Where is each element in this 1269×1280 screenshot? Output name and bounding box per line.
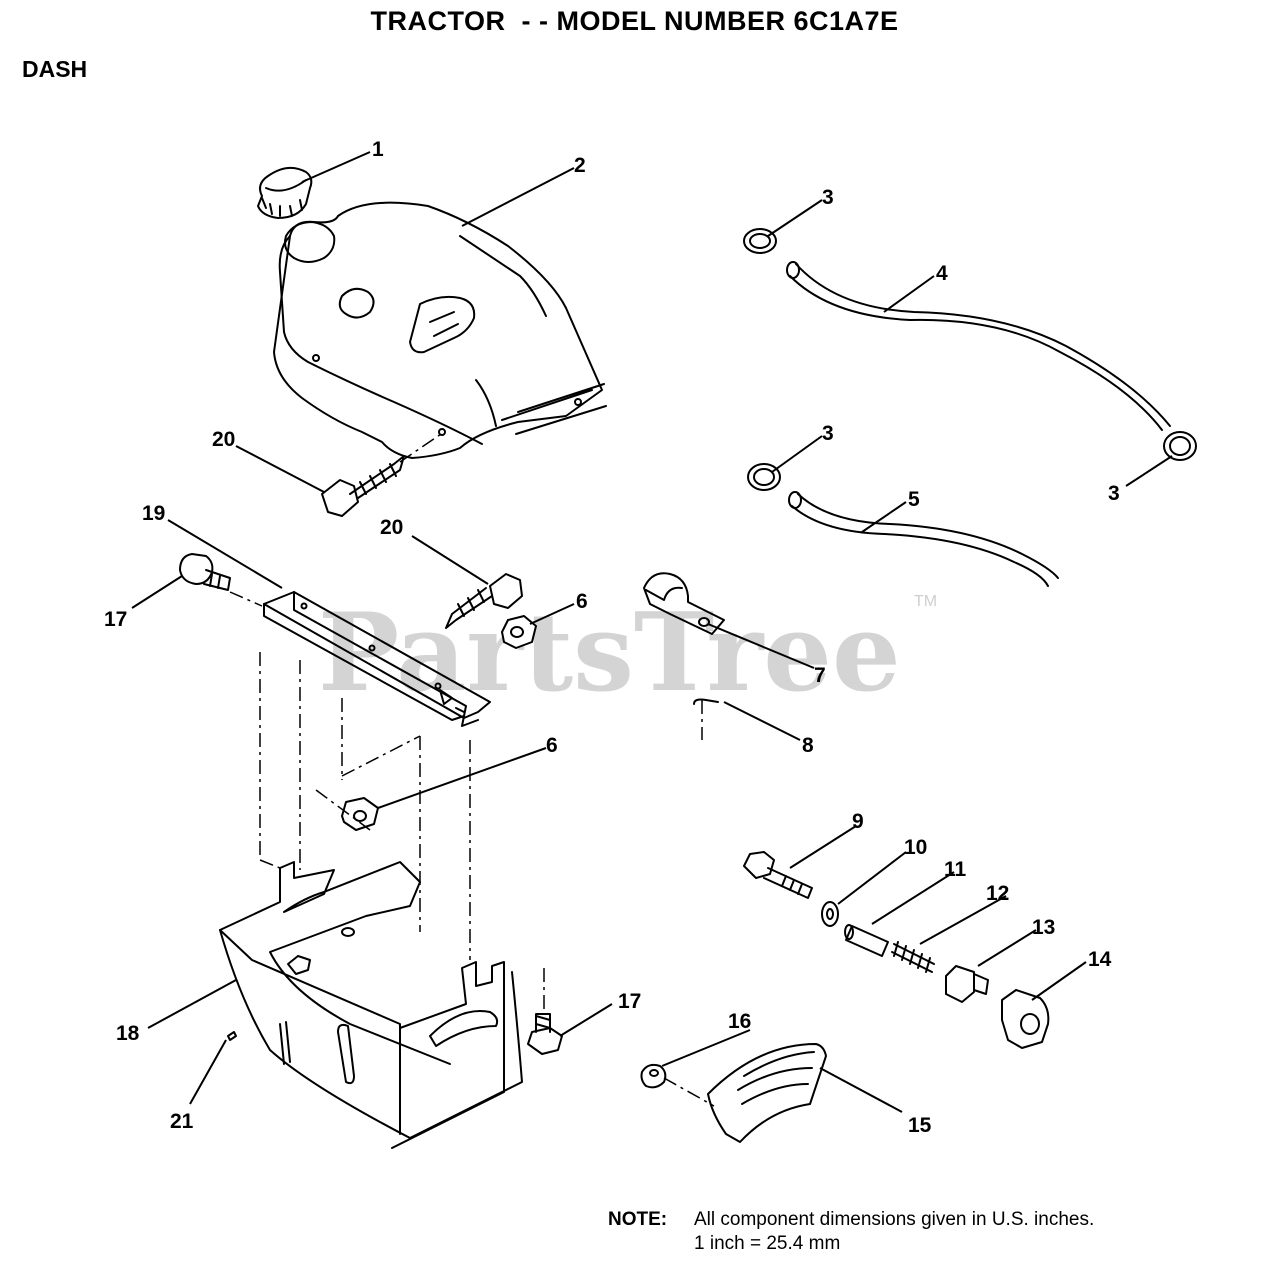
callout-3-right: 3 [1108, 482, 1120, 505]
note-line-2: 1 inch = 25.4 mm [694, 1233, 841, 1254]
callout-7: 7 [814, 664, 826, 687]
bolt-part-9 [743, 851, 813, 899]
bolt-part-left [179, 553, 231, 591]
callout-18: 18 [116, 1022, 140, 1045]
plate-part-15 [707, 1043, 827, 1143]
assembly-lines [229, 431, 715, 1107]
callout-6-upper: 6 [576, 590, 588, 613]
callout-12: 12 [986, 882, 1009, 905]
callout-14: 14 [1088, 948, 1112, 971]
dash-housing-part [273, 201, 607, 459]
callout-13: 13 [1032, 916, 1055, 939]
nut-part-lower [341, 797, 379, 831]
knob-part-14 [1001, 989, 1050, 1049]
callout-20-lower: 20 [380, 516, 403, 539]
fuel-cap-part [257, 166, 313, 219]
callout-9: 9 [852, 810, 864, 833]
callout-4: 4 [936, 262, 948, 285]
callout-3-mid: 3 [822, 422, 834, 445]
spacer-part-11 [844, 924, 889, 957]
watermark-trademark: TM [914, 593, 937, 610]
screw-part-21 [227, 1031, 237, 1041]
callout-20-upper: 20 [212, 428, 235, 451]
screw-part-upper [321, 455, 405, 517]
adapter-part-13 [945, 965, 989, 1003]
page-title: TRACTOR - - MODEL NUMBER 6C1A7E [370, 6, 899, 36]
callout-16: 16 [728, 1010, 751, 1033]
watermark-text: PartsTree [318, 590, 901, 716]
callout-1: 1 [372, 138, 384, 161]
bolt-part-right [527, 1013, 563, 1055]
callout-15: 15 [908, 1114, 932, 1137]
spring-part-12 [891, 941, 935, 973]
dimension-note: NOTE: All component dimensions given in U… [608, 1208, 1094, 1256]
spacer-part-16 [640, 1063, 667, 1089]
callout-10: 10 [904, 836, 927, 859]
callout-6-lower: 6 [546, 734, 558, 757]
washer-part-10 [821, 901, 839, 927]
callout-8: 8 [802, 734, 814, 757]
section-heading: DASH [22, 56, 88, 82]
nut-part-upper [501, 615, 537, 649]
callout-11: 11 [944, 858, 967, 881]
grommet-part [693, 698, 719, 705]
callout-3-top: 3 [822, 186, 834, 209]
callout-19: 19 [142, 502, 165, 525]
note-label: NOTE: [608, 1209, 668, 1230]
callout-21: 21 [170, 1110, 194, 1133]
hose-clamp-part-right [1163, 431, 1197, 461]
note-line-1: All component dimensions given in U.S. i… [694, 1209, 1095, 1230]
hose-clip-part [643, 572, 725, 635]
dash-support-bracket-part [263, 591, 491, 727]
fuel-hose-short-part [788, 491, 1059, 587]
callout-2: 2 [574, 154, 586, 177]
callout-17-left: 17 [104, 608, 127, 631]
callout-numbers: 1 2 3 4 3 3 5 6 7 8 6 9 10 11 12 13 14 1… [104, 138, 1120, 1137]
lower-dash-panel-part [219, 861, 523, 1149]
leader-lines [131, 151, 1173, 1113]
hose-clamp-part-top [743, 228, 777, 254]
fuel-hose-long-part [786, 261, 1171, 431]
screw-part-lower [445, 573, 523, 629]
callout-5: 5 [908, 488, 920, 511]
hose-clamp-part-mid [747, 463, 781, 491]
callout-17-right: 17 [618, 990, 641, 1013]
